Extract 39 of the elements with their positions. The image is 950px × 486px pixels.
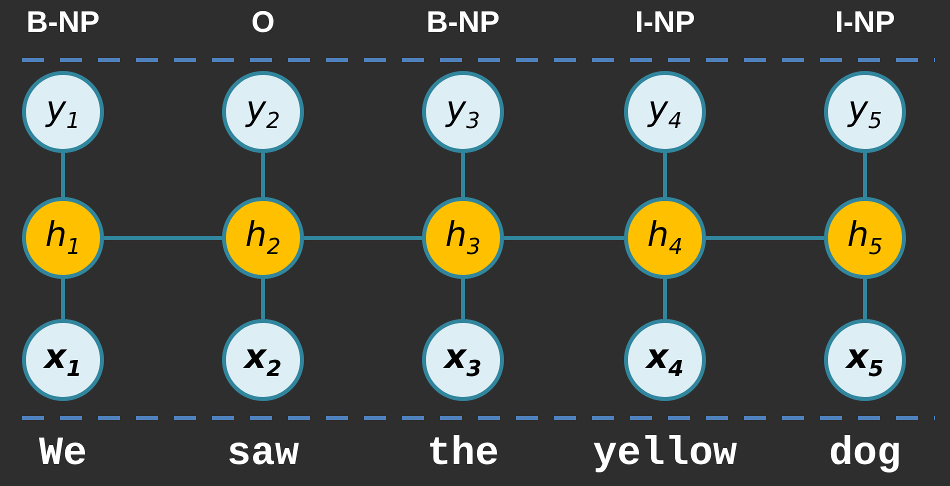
connector-line [61, 279, 65, 319]
variable-label: y$_{2}$ [246, 92, 280, 132]
variable-label: y$_{5}$ [848, 92, 882, 132]
tag-label: B-NP [25, 6, 101, 40]
variable-label: x$_{2}$ [244, 340, 282, 380]
connector-line [61, 153, 65, 197]
variable-label: h$_{2}$ [245, 218, 281, 258]
connector-line [863, 153, 867, 197]
variable-label: y$_{1}$ [46, 92, 80, 132]
connector-line [663, 153, 667, 197]
connector-line [261, 279, 265, 319]
connector-line [863, 279, 867, 319]
connector-line [261, 153, 265, 197]
tag-label: I-NP [834, 6, 896, 40]
variable-label: y$_{3}$ [446, 92, 480, 132]
variable-label: x$_{1}$ [44, 340, 82, 380]
variable-label: x$_{5}$ [846, 340, 884, 380]
connector-line [706, 236, 824, 240]
word-label: the [426, 432, 500, 477]
variable-label: h$_{4}$ [647, 218, 683, 258]
connector-line [304, 236, 422, 240]
variable-label: x$_{3}$ [444, 340, 482, 380]
connector-line [461, 153, 465, 197]
variable-label: h$_{1}$ [45, 218, 81, 258]
variable-label: h$_{3}$ [445, 218, 481, 258]
word-label: dog [828, 432, 902, 477]
connector-line [504, 236, 624, 240]
tag-label: B-NP [425, 6, 501, 40]
tag-label: I-NP [634, 6, 696, 40]
word-label: yellow [592, 432, 738, 477]
variable-label: h$_{5}$ [847, 218, 883, 258]
connector-line [104, 236, 222, 240]
connector-line [663, 279, 667, 319]
variable-label: x$_{4}$ [646, 340, 684, 380]
tag-label: O [250, 6, 276, 40]
word-label: saw [226, 432, 300, 477]
connector-line [461, 279, 465, 319]
variable-label: y$_{4}$ [648, 92, 682, 132]
word-label: We [38, 432, 88, 477]
